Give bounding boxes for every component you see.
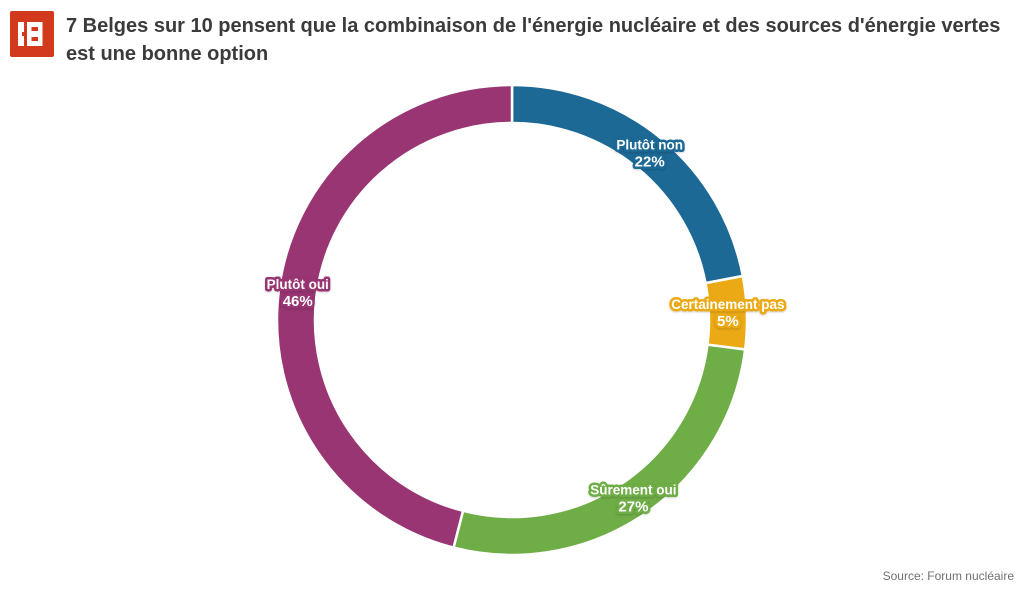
- brand-logo: [10, 11, 54, 57]
- donut-slices-group: [275, 83, 749, 557]
- header: 7 Belges sur 10 pensent que la combinais…: [10, 11, 1016, 68]
- slice-value-text: 22%: [635, 154, 665, 171]
- slice-name-text: Plutôt oui: [267, 277, 329, 292]
- slice-value-text: 27%: [618, 499, 648, 516]
- slice-surement-oui: [452, 343, 747, 557]
- slice-name-text: Sûrement oui: [590, 483, 676, 498]
- slice-plutot-oui: [275, 83, 514, 550]
- page-title: 7 Belges sur 10 pensent que la combinais…: [66, 15, 1001, 65]
- source-credit: Source: Forum nucléaire: [882, 569, 1014, 583]
- slice-plutot-non: [510, 83, 745, 285]
- slice-name-text: Plutôt non: [616, 138, 683, 153]
- slice-value-text: 5%: [717, 313, 739, 330]
- slice-value-text: 46%: [283, 293, 313, 310]
- brand-logo-icon: [10, 11, 54, 57]
- slice-name-text: Certainement pas: [671, 297, 784, 312]
